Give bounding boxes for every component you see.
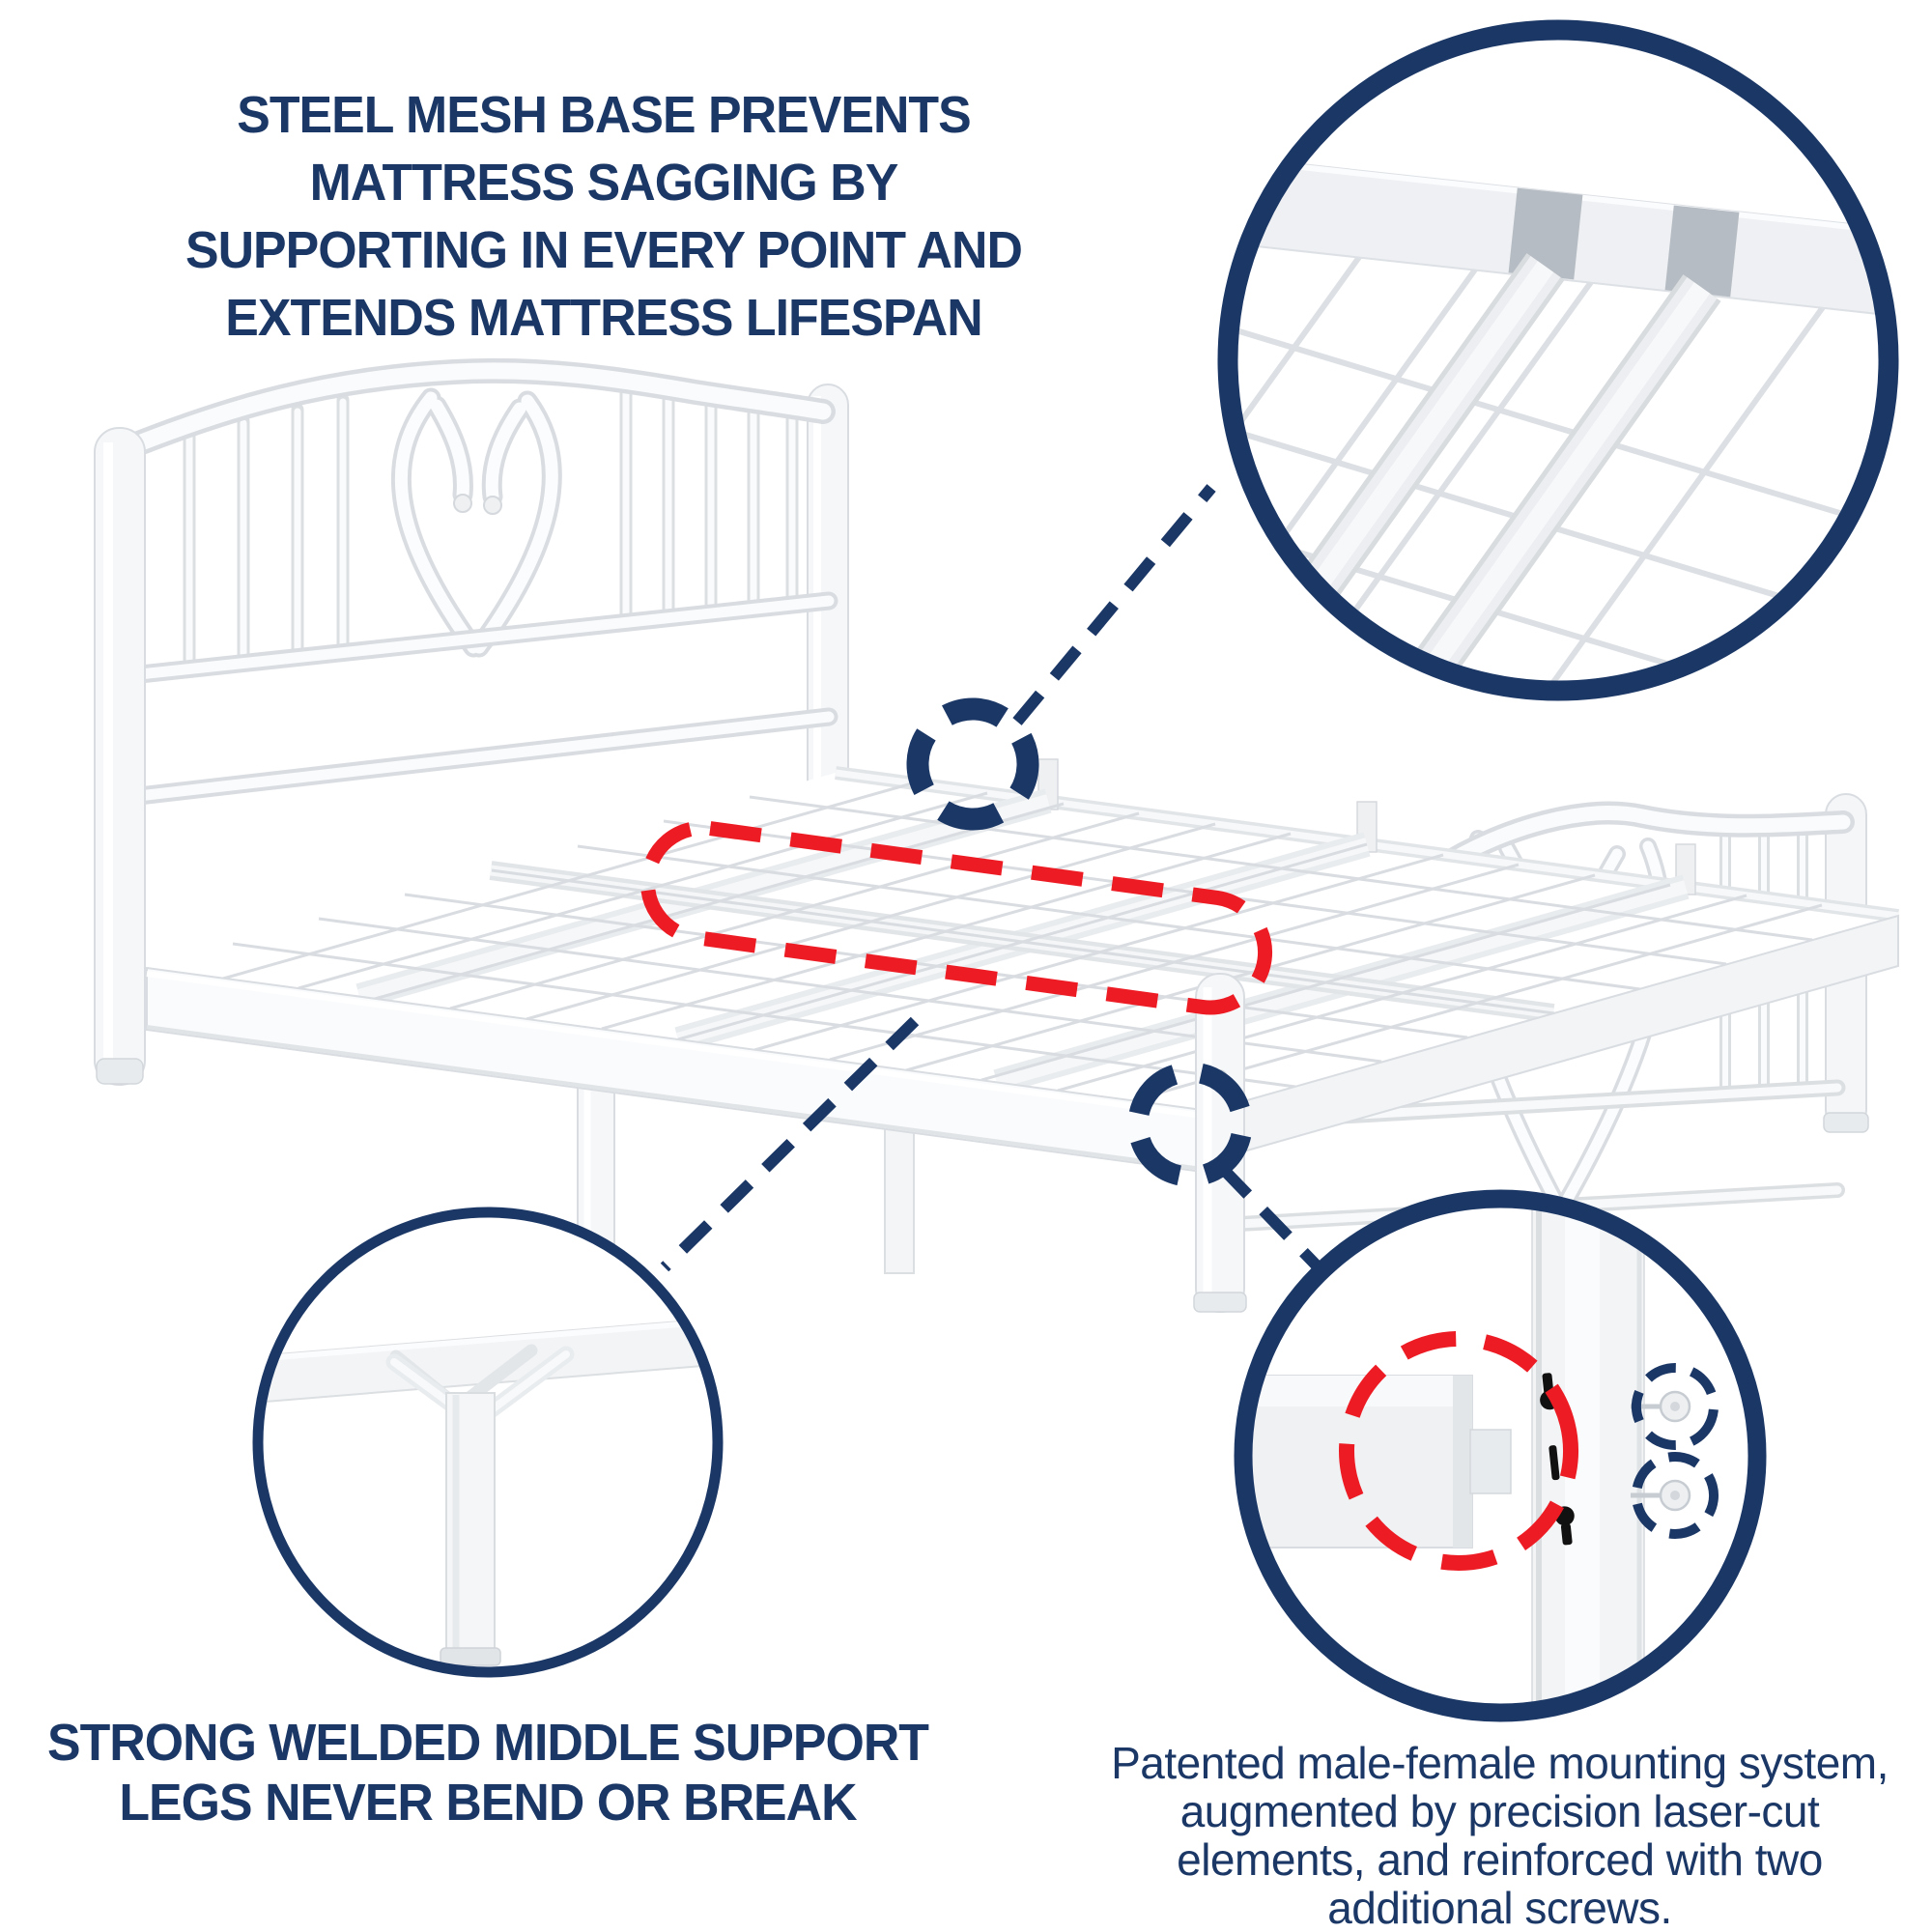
marker-circle-mesh	[906, 697, 1039, 831]
headboard-heart-scroll	[390, 387, 562, 658]
male-tab	[1469, 1429, 1512, 1494]
note-line: MATTRESS SAGGING BY	[309, 154, 899, 212]
mounting-system-note: Patented male-female mounting system, au…	[1067, 1739, 1932, 1932]
steel-mesh-note: STEEL MESH BASE PREVENTS MATTRESS SAGGIN…	[117, 81, 1091, 352]
red-focus-circle	[1339, 1331, 1578, 1571]
note-line: SUPPORTING IN EVERY POINT AND	[185, 221, 1023, 279]
zoom-circle-leg	[252, 1207, 724, 1678]
screw-icon	[1631, 1363, 1719, 1450]
note-line: EXTENDS MATTRESS LIFESPAN	[225, 289, 982, 347]
note-line: LEGS NEVER BEND OR BREAK	[119, 1774, 857, 1832]
screw-icon	[1631, 1452, 1719, 1539]
headboard	[94, 357, 849, 1086]
marker-circle-corner	[1127, 1062, 1253, 1187]
note-line: STEEL MESH BASE PREVENTS	[237, 86, 971, 144]
connector-line-mesh	[1012, 484, 1216, 725]
note-line: Patented male-female mounting system,	[1111, 1738, 1889, 1788]
mesh-deck	[146, 758, 1899, 1175]
support-legs-note: STRONG WELDED MIDDLE SUPPORT LEGS NEVER …	[19, 1713, 956, 1833]
note-line: augmented by precision laser-cut	[1179, 1786, 1820, 1836]
zoom-circle-mounting	[1234, 1189, 1767, 1722]
note-line: STRONG WELDED MIDDLE SUPPORT	[46, 1714, 929, 1772]
rail-slot	[1664, 205, 1740, 298]
connector-line-leg	[660, 1016, 920, 1272]
note-line: elements, and reinforced with two	[1177, 1834, 1823, 1885]
zoom-circle-mesh	[1217, 19, 1899, 701]
red-highlight-oval	[639, 820, 1273, 1015]
note-line: additional screws.	[1327, 1883, 1672, 1932]
